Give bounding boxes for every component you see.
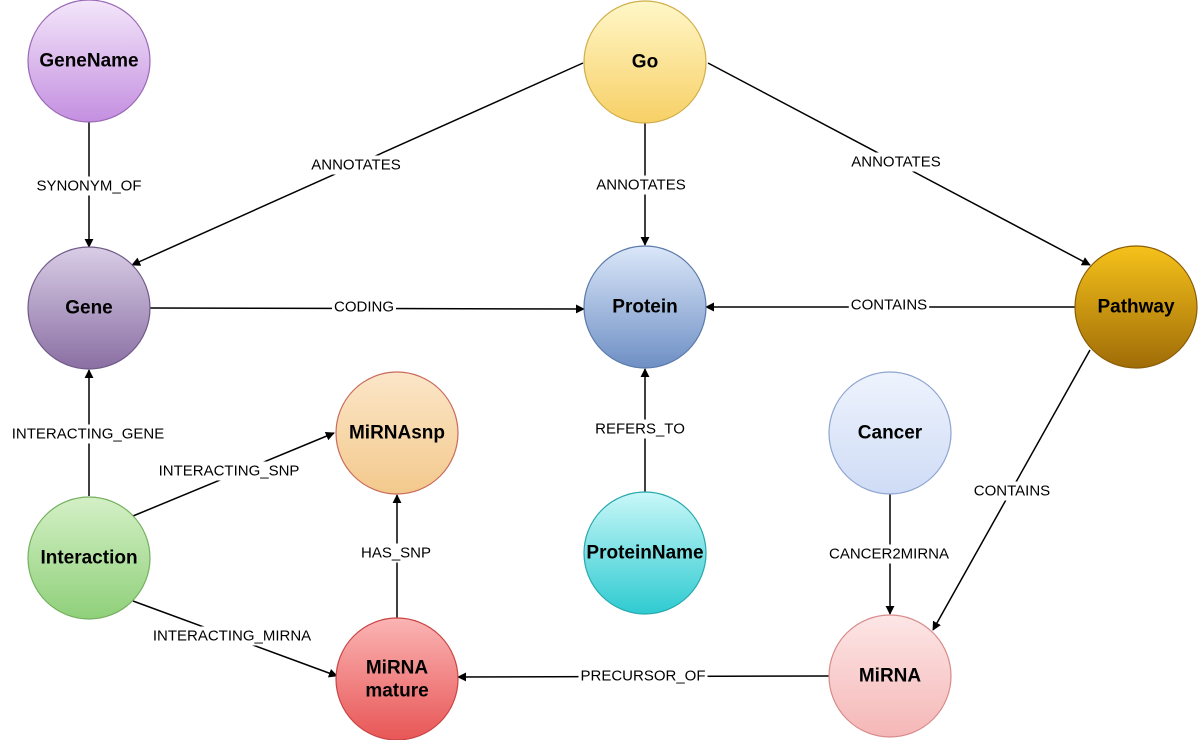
edge-label-background: [971, 481, 1053, 501]
edge-label: ANNOTATES: [851, 154, 940, 171]
node-protein: Protein: [583, 245, 707, 369]
node-cancer: Cancer: [828, 371, 952, 495]
edge-label: SYNONYM_OF: [36, 178, 141, 195]
node-label: Protein: [612, 297, 677, 318]
edge-label-background: [9, 424, 167, 444]
edge-pathway-to-protein: CONTAINS: [705, 295, 1076, 315]
node-label: ProteinName: [586, 543, 703, 564]
edge-cancer-to-mirna: CANCER2MIRNA: [826, 494, 952, 615]
node-label: Gene: [65, 298, 113, 319]
edge-go-to-gene: ANNOTATES: [131, 62, 584, 266]
edge-pathway-to-mirna: CONTAINS: [932, 349, 1091, 631]
node-label: GeneName: [39, 51, 138, 72]
edge-interaction-to-gene: INTERACTING_GENE: [9, 369, 167, 496]
edge-label-background: [332, 297, 396, 317]
edge-label: CANCER2MIRNA: [829, 546, 949, 563]
edge-interaction-to-mirnamature: INTERACTING_MIRNA: [132, 600, 338, 678]
node-circle: [27, 496, 151, 620]
edge-genename-to-gene: SYNONYM_OF: [34, 122, 144, 248]
node-circle: [335, 371, 459, 495]
node-circle: [583, 0, 707, 124]
edges-layer: SYNONYM_OF ANNOTATES ANNOTATES ANNOTATES COD…: [9, 62, 1091, 686]
edge-label: CODING: [334, 299, 394, 316]
edge-mirnamature-to-mirnasnp: HAS_SNP: [358, 494, 434, 618]
node-mirnasnp: MiRNAsnp: [335, 371, 459, 495]
node-proteinname: ProteinName: [583, 491, 707, 615]
edge-label-background: [594, 175, 688, 195]
edge-label: HAS_SNP: [361, 545, 431, 562]
edge-interaction-to-mirnasnp: INTERACTING_SNP: [132, 431, 335, 517]
node-circle: [335, 617, 459, 740]
edge-go-to-protein: ANNOTATES: [594, 123, 688, 246]
node-label: Pathway: [1097, 297, 1175, 318]
node-pathway: Pathway: [1074, 245, 1198, 369]
edge-label: ANNOTATES: [311, 157, 400, 174]
edge-label: INTERACTING_MIRNA: [153, 628, 311, 645]
edge-label: ANNOTATES: [596, 177, 685, 194]
node-label: MiRNA: [859, 666, 922, 687]
edge-label-background: [826, 544, 952, 564]
edge-gene-to-protein: CODING: [149, 297, 585, 317]
node-circle: [583, 491, 707, 615]
node-label: MiRNA: [366, 658, 429, 679]
node-label: MiRNAsnp: [349, 423, 445, 444]
node-circle: [828, 371, 952, 495]
node-circle: [583, 245, 707, 369]
node-genename: GeneName: [27, 0, 151, 123]
edge-label-background: [578, 666, 708, 686]
node-label: Interaction: [40, 548, 137, 569]
edge-label: CONTAINS: [974, 483, 1050, 500]
node-label: Cancer: [858, 423, 923, 444]
edge-label-background: [849, 152, 943, 172]
edge-label: REFERS_TO: [595, 421, 685, 438]
node-gene: Gene: [27, 246, 151, 370]
edge-label-background: [593, 419, 687, 439]
edge-label-background: [358, 543, 434, 563]
edge-proteinname-to-protein: REFERS_TO: [593, 368, 687, 492]
node-label: Go: [632, 52, 658, 73]
edge-label: CONTAINS: [851, 297, 927, 314]
edge-label-background: [150, 626, 314, 646]
node-circle: [27, 246, 151, 370]
edge-label: INTERACTING_SNP: [159, 463, 300, 480]
node-circle: [828, 614, 952, 738]
node-circle: [27, 0, 151, 123]
node-mirna: MiRNA: [828, 614, 952, 738]
edge-label: PRECURSOR_OF: [580, 668, 705, 685]
edge-label-background: [34, 176, 144, 196]
edge-label-background: [848, 295, 930, 315]
edge-label-background: [309, 155, 403, 175]
node-go: Go: [583, 0, 707, 124]
node-circle: [1074, 245, 1198, 369]
edge-label: INTERACTING_GENE: [12, 426, 165, 443]
node-interaction: Interaction: [27, 496, 151, 620]
edge-label-background: [156, 461, 302, 481]
node-label: mature: [365, 681, 428, 702]
edge-mirna-to-mirnamature: PRECURSOR_OF: [457, 666, 830, 686]
edge-go-to-pathway: ANNOTATES: [707, 62, 1091, 266]
